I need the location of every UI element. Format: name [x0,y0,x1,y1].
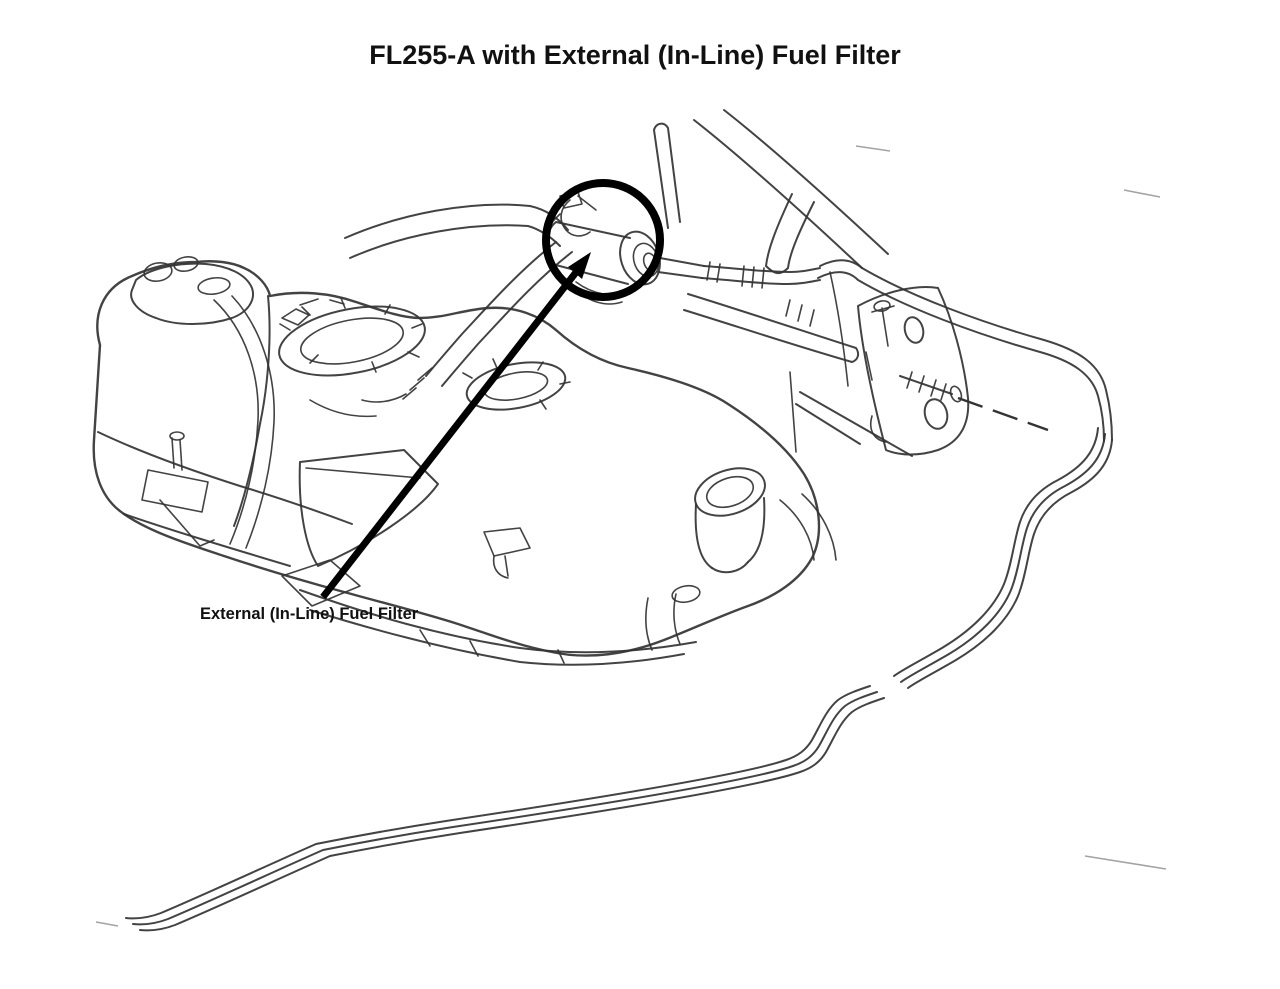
diagram-title: FL255-A with External (In-Line) Fuel Fil… [369,40,901,70]
fuel-line-snake [125,427,1113,932]
stray-marks [95,145,1167,927]
fuel-hoses [344,109,889,403]
pump-assembly [278,297,571,418]
highlight-circle [542,179,664,301]
mounting-bracket-right [795,285,970,457]
fuel-line-loop [817,259,1113,442]
tank-body [92,255,849,666]
leader-dashed-line [957,396,1049,432]
filter-outlet-line [657,257,821,289]
filter-callout-label: External (In-Line) Fuel Filter [200,605,419,623]
callout-arrow [320,252,591,600]
